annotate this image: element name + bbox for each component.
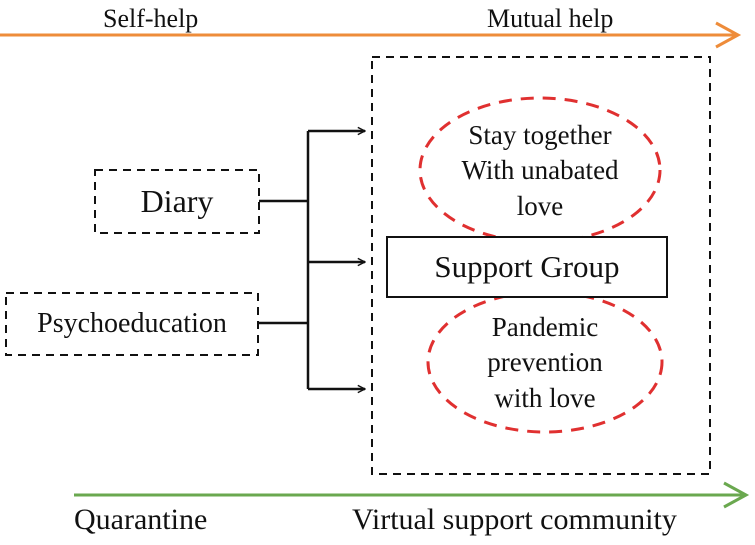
diary-label: Diary (140, 183, 214, 219)
psychoeducation-label: Psychoeducation (37, 308, 227, 339)
bottom-axis-arrow (74, 481, 750, 509)
bottom-axis-start-label: Quarantine (74, 503, 208, 536)
support-container-box (371, 56, 711, 475)
bottom-axis-end-label: Virtual support community (352, 503, 677, 536)
support-group-label: Support Group (434, 249, 620, 284)
upper-ellipse-line-3: love (516, 190, 564, 221)
top-axis-start-label: Self-help (103, 4, 199, 33)
top-axis-end-label: Mutual help (487, 4, 614, 33)
diary-box (94, 169, 260, 234)
connector-arrows (308, 131, 365, 389)
lower-ellipse-text: Pandemic prevention with love (430, 304, 660, 422)
upper-ellipse-line-1: Stay together (468, 120, 612, 151)
top-axis-arrow (0, 21, 742, 49)
support-group-box (386, 236, 668, 298)
upper-ellipse (418, 96, 662, 244)
lower-ellipse-line-1: Pandemic (491, 312, 599, 343)
upper-ellipse-line-2: With unabated (461, 155, 619, 186)
lower-ellipse-line-3: with love (494, 382, 596, 413)
lower-ellipse-line-2: prevention (487, 347, 603, 378)
upper-ellipse-text: Stay together With unabated love (425, 112, 655, 230)
connector-lines (258, 131, 310, 389)
